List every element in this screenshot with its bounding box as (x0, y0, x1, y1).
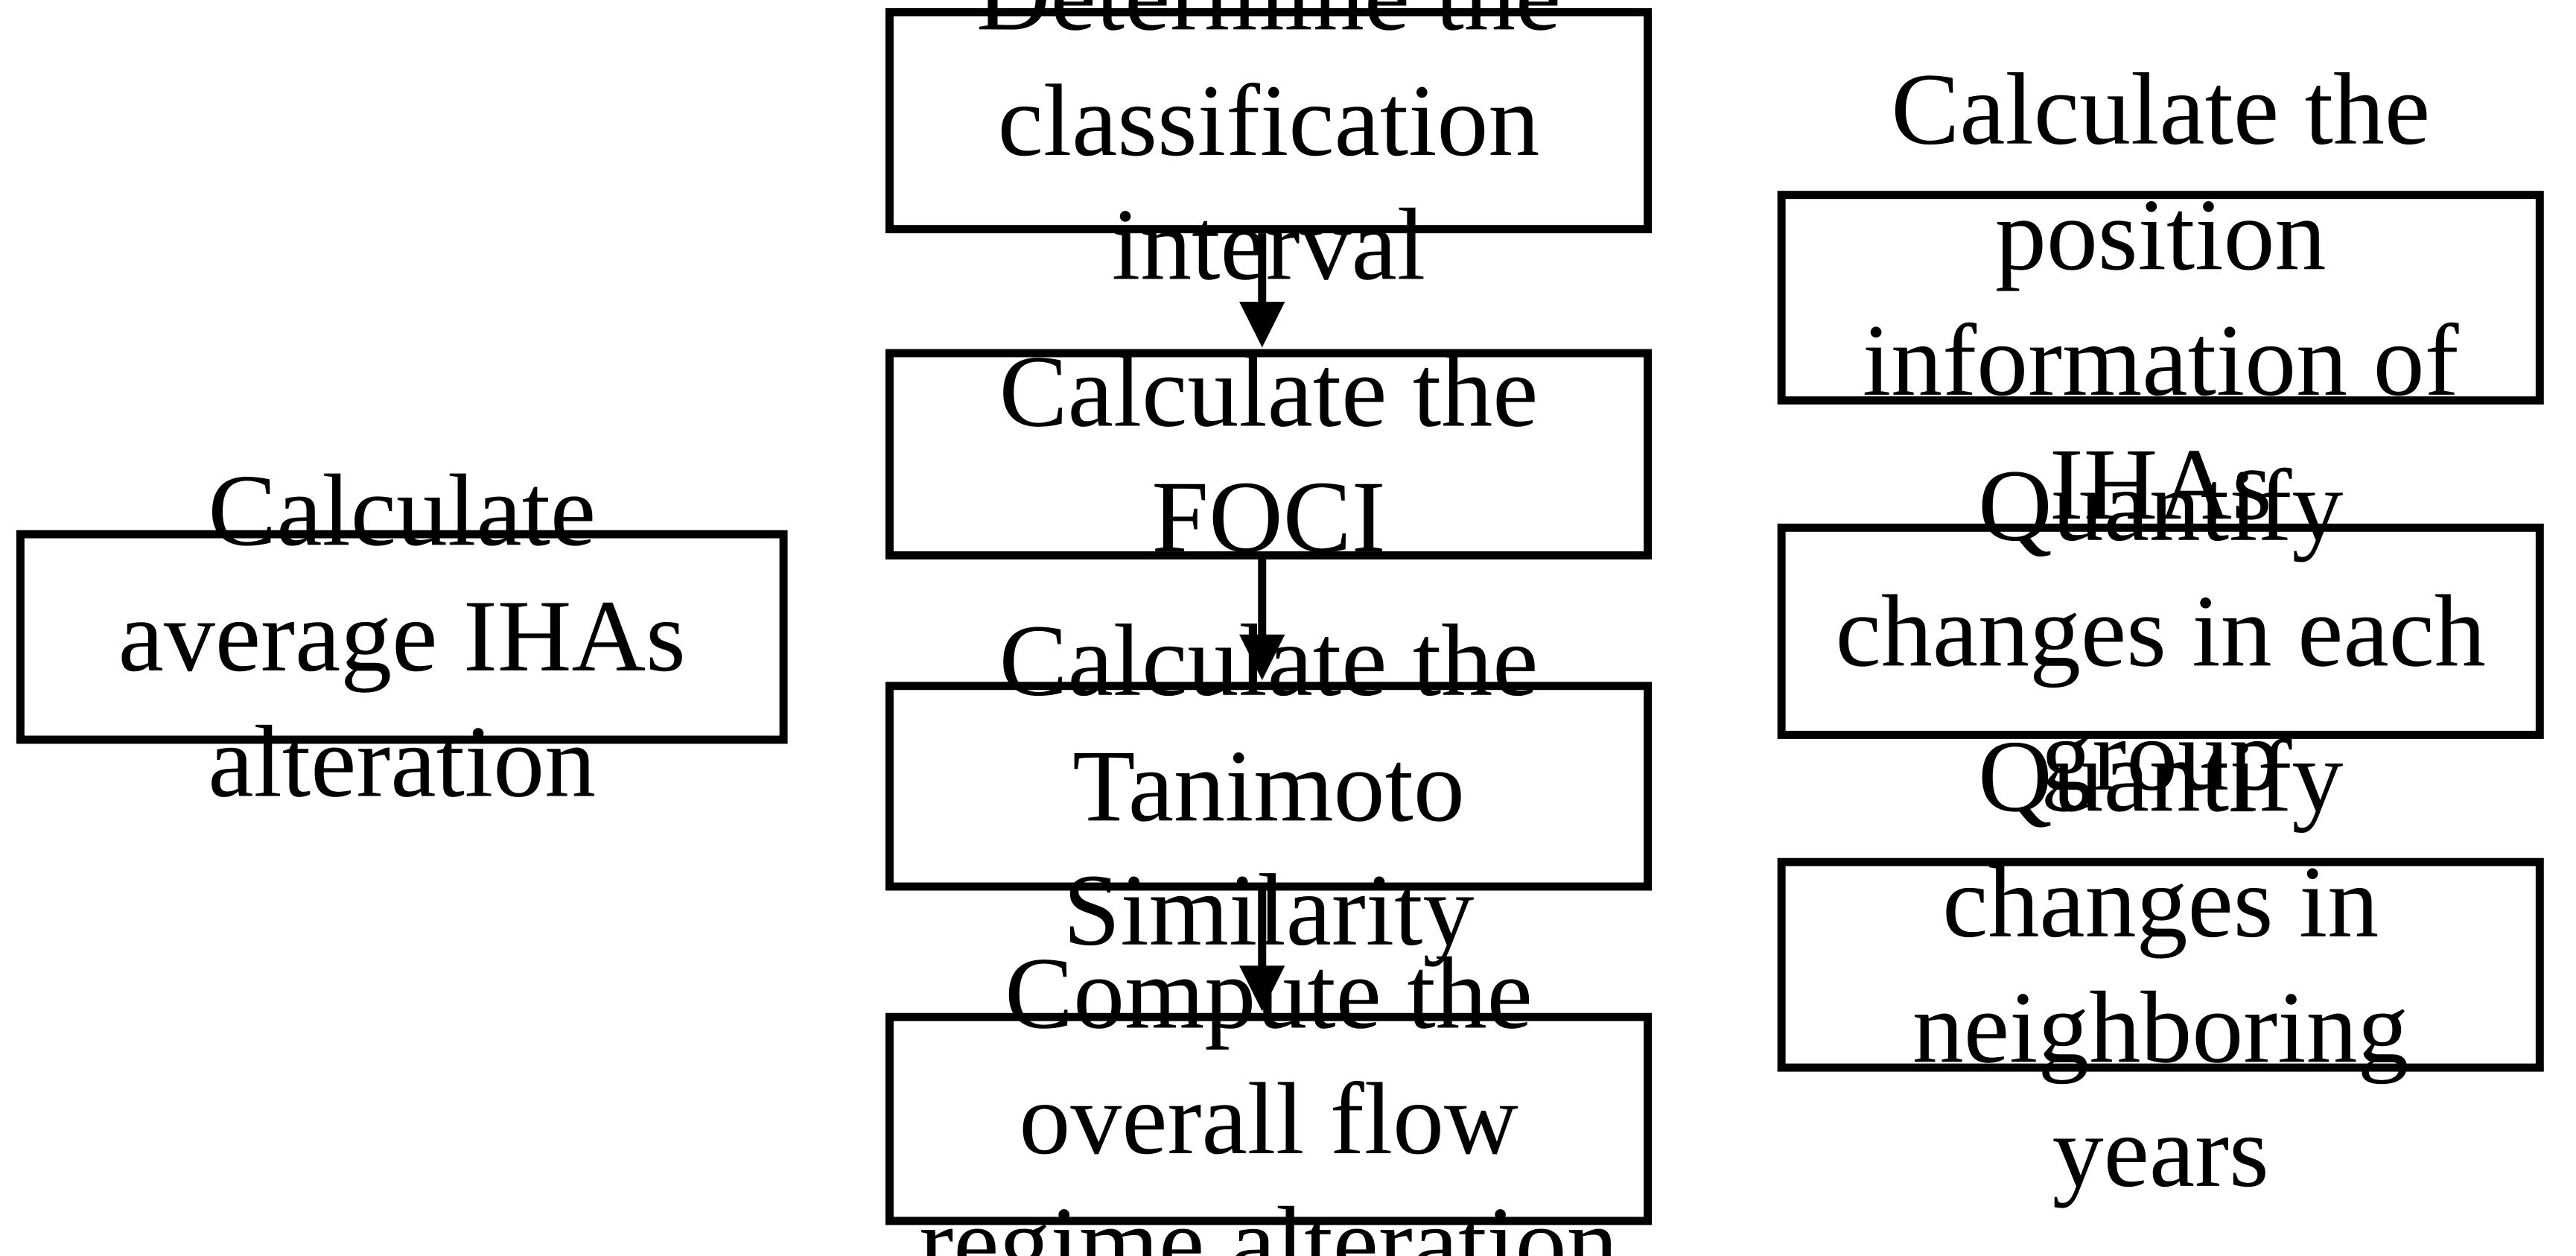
node-calculate-position-information-of-ihas[interactable]: Calculate the position information of IH… (1777, 52, 2544, 542)
node-label: Calculate average IHAs alteration (118, 454, 686, 819)
node-label: Calculate the FOCI (999, 334, 1539, 574)
edge-foci-to-tanimoto (1227, 559, 1298, 682)
node-quantify-changes-in-neighboring-years[interactable]: Quantify changes in neighboring years (1777, 719, 2544, 1209)
node-label: Quantify changes in each group (1835, 448, 2486, 813)
node-label: Calculate the Tanimoto Similarity (999, 603, 1539, 968)
node-label: Compute the overall flow regime alterati… (919, 936, 1618, 1256)
edge-tanimoto-to-compute (1227, 890, 1298, 1013)
node-quantify-changes-in-each-group[interactable]: Quantify changes in each group (1777, 448, 2544, 813)
node-label: Determine the classification interval (976, 0, 1561, 303)
node-calculate-tanimoto-similarity[interactable]: Calculate the Tanimoto Similarity (885, 603, 1653, 968)
node-label: Calculate the position information of IH… (1862, 51, 2459, 542)
node-calculate-average-ihas-alteration[interactable]: Calculate average IHAs alteration (16, 454, 788, 819)
node-label: Quantify changes in neighboring years (1912, 719, 2409, 1210)
node-compute-overall-flow-regime-alteration[interactable]: Compute the overall flow regime alterati… (885, 936, 1653, 1256)
node-calculate-foci[interactable]: Calculate the FOCI (885, 334, 1653, 574)
node-determine-classification-interval[interactable]: Determine the classification interval (885, 0, 1653, 302)
edge-interval-to-foci (1227, 233, 1298, 349)
